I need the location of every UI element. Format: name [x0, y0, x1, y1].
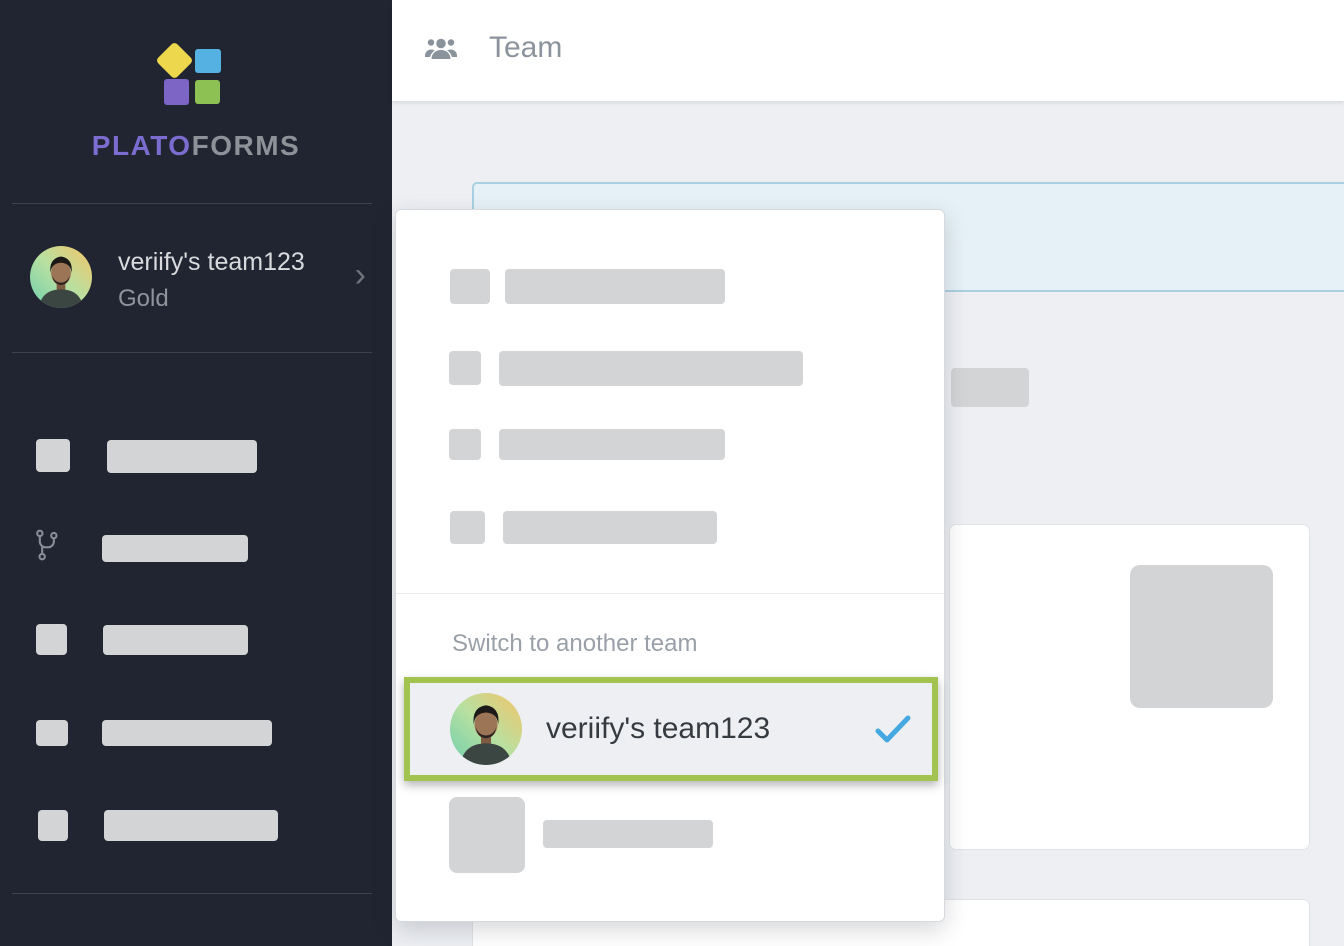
card-image-placeholder — [1130, 565, 1273, 708]
nav-label-placeholder — [107, 440, 257, 473]
nav-icon-placeholder — [36, 720, 68, 746]
menu-divider — [396, 593, 944, 594]
nav-icon-placeholder — [36, 439, 70, 472]
menu-label-placeholder — [499, 429, 725, 460]
team-option-name: veriify's team123 — [546, 712, 771, 745]
nav-label-placeholder — [104, 810, 278, 841]
logo-diamond-icon — [155, 41, 194, 80]
logo-blue-square-icon — [195, 49, 221, 73]
page-title: Team — [489, 31, 563, 64]
team-option-name-placeholder — [543, 820, 713, 848]
team-switcher-menu: Switch to another team — [395, 209, 945, 922]
team-plan-badge: Gold — [118, 285, 169, 312]
team-option-selected[interactable]: veriify's team123 — [404, 677, 938, 781]
menu-icon-placeholder — [450, 511, 485, 544]
logo-green-square-icon — [195, 80, 220, 104]
brand-wordmark: PLATOFORMS — [0, 130, 392, 162]
logo-purple-square-icon — [164, 79, 189, 105]
sidebar: PLATOFORMS verii — [0, 0, 392, 946]
menu-label-placeholder — [499, 351, 803, 386]
page-header: Team — [392, 0, 1344, 101]
menu-label-placeholder — [505, 269, 725, 304]
team-option-avatar — [450, 693, 522, 765]
nav-label-placeholder — [102, 535, 248, 562]
chevron-right-icon: › — [354, 256, 366, 294]
team-avatar — [30, 246, 92, 308]
nav-label-placeholder — [102, 720, 272, 746]
sidebar-divider — [12, 203, 372, 204]
platoforms-logo-icon — [155, 41, 225, 108]
action-button-placeholder[interactable] — [951, 368, 1029, 407]
content-card — [949, 524, 1310, 850]
menu-label-placeholder — [503, 511, 717, 544]
nav-icon-placeholder — [38, 810, 68, 841]
code-fork-icon — [36, 529, 58, 561]
sidebar-divider — [12, 893, 372, 894]
menu-icon-placeholder — [450, 269, 490, 304]
menu-icon-placeholder — [449, 351, 481, 385]
team-name: veriify's team123 — [118, 248, 305, 276]
nav-icon-placeholder — [36, 624, 67, 655]
team-members-icon — [425, 38, 457, 59]
switch-team-section-label: Switch to another team — [452, 630, 698, 657]
nav-label-placeholder — [103, 625, 248, 655]
brand-secondary-text: FORMS — [191, 130, 301, 161]
team-option-avatar-placeholder — [449, 797, 525, 873]
brand-primary-text: PLATO — [91, 130, 192, 161]
current-team-widget[interactable]: veriify's team123 Gold › — [0, 232, 392, 324]
check-icon — [875, 715, 911, 743]
menu-icon-placeholder — [449, 429, 481, 460]
sidebar-divider — [12, 352, 372, 353]
